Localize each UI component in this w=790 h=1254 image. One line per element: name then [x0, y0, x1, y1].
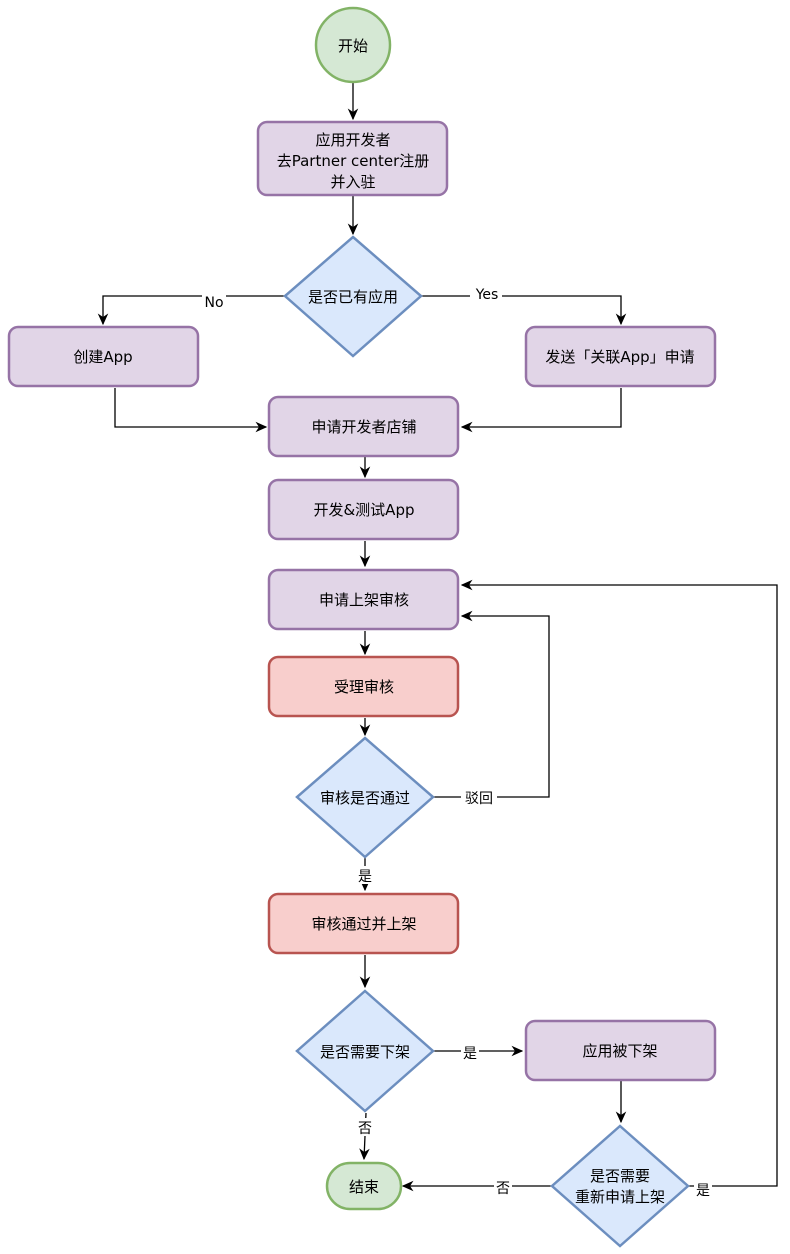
label-delist-yes: 是: [463, 1046, 477, 1062]
delisted-node: 应用被下架: [524, 1019, 717, 1082]
passed-listed-label: 审核通过并上架: [311, 915, 416, 933]
apply-review-label: 申请上架审核: [319, 591, 409, 609]
label-pass-yes: 是: [358, 869, 372, 885]
delisted-label: 应用被下架: [582, 1042, 657, 1060]
accept-review-label: 受理审核: [334, 678, 394, 696]
dev-test-node: 开发&测试App: [267, 478, 460, 541]
label-rejected: 驳回: [465, 791, 493, 807]
apply-store-label: 申请开发者店铺: [311, 418, 416, 436]
start-node: 开始: [314, 6, 392, 84]
label-no: No: [204, 295, 223, 311]
reapply-label-line1: 是否需要: [590, 1167, 650, 1185]
apply-review-node: 申请上架审核: [267, 568, 460, 631]
has-app-label: 是否已有应用: [308, 288, 398, 306]
edge-link-to-store: [460, 388, 622, 433]
register-label-line1: 应用开发者: [315, 131, 390, 149]
review-passed-decision: 审核是否通过: [295, 736, 435, 859]
accept-review-node: 受理审核: [267, 655, 460, 718]
register-node: 应用开发者 去Partner center注册 并入驻: [256, 120, 449, 197]
send-link-label: 发送「关联App」申请: [545, 348, 694, 366]
create-app-label: 创建App: [73, 348, 132, 366]
need-delist-decision: 是否需要下架: [295, 989, 435, 1113]
label-delist-no: 否: [358, 1121, 372, 1137]
passed-listed-node: 审核通过并上架: [267, 892, 460, 955]
need-delist-label: 是否需要下架: [320, 1043, 410, 1061]
end-label: 结束: [349, 1178, 379, 1196]
reapply-decision: 是否需要 重新申请上架: [550, 1124, 690, 1248]
edge-labels: No Yes 驳回 是 是 否 否 是: [202, 285, 712, 1199]
edge-has-app-no: [97, 295, 285, 326]
label-reapply-no: 否: [496, 1181, 510, 1197]
has-app-decision: 是否已有应用: [283, 235, 423, 358]
register-label-line3: 并入驻: [330, 173, 375, 191]
label-yes: Yes: [475, 287, 499, 303]
edge-create-to-store: [114, 388, 268, 433]
start-label: 开始: [338, 37, 368, 55]
dev-test-label: 开发&测试App: [313, 501, 414, 519]
review-passed-label: 审核是否通过: [320, 789, 410, 807]
label-reapply-yes: 是: [696, 1183, 710, 1199]
register-label-line2: 去Partner center注册: [277, 152, 430, 170]
send-link-node: 发送「关联App」申请: [524, 325, 717, 388]
edge-reapply-yes-loop: [460, 579, 778, 1187]
create-app-node: 创建App: [7, 325, 200, 388]
edge-has-app-yes: [421, 295, 627, 326]
reapply-label-line2: 重新申请上架: [575, 1188, 665, 1206]
apply-store-node: 申请开发者店铺: [267, 395, 460, 458]
end-node: 结束: [325, 1161, 403, 1211]
